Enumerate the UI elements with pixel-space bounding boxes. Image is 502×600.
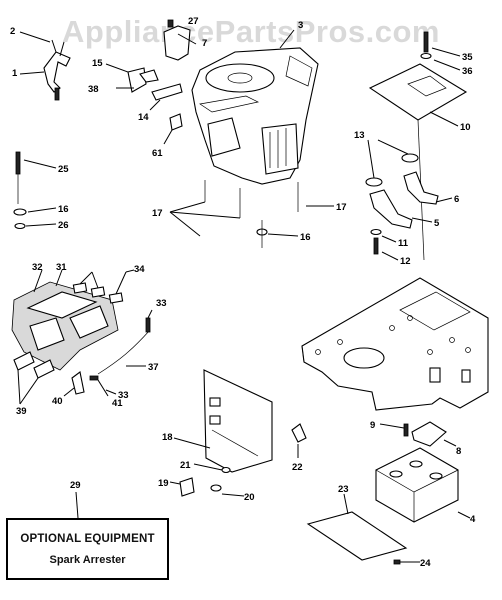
engine-mount-bolts	[169, 201, 334, 248]
callout-3: 3	[298, 20, 303, 31]
callout-19: 19	[158, 478, 169, 489]
callout-40: 40	[52, 396, 63, 407]
exhaust-pipes-part	[365, 139, 453, 261]
callout-15: 15	[92, 58, 103, 69]
callout-17-right: 17	[336, 202, 347, 213]
callout-39: 39	[16, 406, 27, 417]
side-panel-part	[169, 369, 307, 497]
callout-7: 7	[202, 38, 207, 49]
callout-4: 4	[470, 514, 476, 525]
callout-8: 8	[456, 446, 461, 457]
callout-37: 37	[148, 362, 159, 373]
air-intake-assembly-part	[11, 269, 153, 405]
callout-34: 34	[134, 264, 145, 275]
callout-14: 14	[138, 112, 149, 123]
callout-6: 6	[454, 194, 459, 205]
callout-36: 36	[462, 66, 473, 77]
callout-11: 11	[398, 238, 409, 249]
engine-part	[163, 19, 319, 218]
muffler-part	[375, 447, 471, 523]
heat-shield-part	[368, 31, 468, 261]
callout-16-left: 16	[58, 204, 69, 215]
callout-13: 13	[354, 130, 365, 141]
callout-27: 27	[188, 16, 199, 27]
callout-33-bottom: 33	[118, 390, 129, 401]
bolt-washer-left	[13, 151, 57, 230]
callout-35: 35	[462, 52, 473, 63]
spark-arrester-label: Spark Arrester	[49, 554, 126, 566]
callout-26: 26	[58, 220, 69, 231]
callout-10: 10	[460, 122, 471, 133]
callout-9: 9	[370, 420, 375, 431]
callout-2: 2	[10, 26, 15, 37]
callout-31: 31	[56, 262, 67, 273]
callout-29: 29	[70, 480, 81, 491]
site-watermark: AppliancePartsPros.com	[62, 14, 440, 49]
callout-41: 41	[112, 398, 123, 409]
callout-21: 21	[180, 460, 191, 471]
callout-61: 61	[152, 148, 163, 159]
callout-labels: 2 1 27 7 3 15 38 14 61 25 16 26 17 16 17…	[10, 16, 476, 569]
optional-equipment-box: OPTIONAL EQUIPMENT Spark Arrester	[6, 518, 169, 580]
muffler-bracket-part	[379, 421, 457, 447]
muffler-guard-part	[306, 493, 420, 565]
mounting-hardware-left	[105, 63, 183, 145]
callout-12: 12	[400, 256, 411, 267]
callout-16-center: 16	[300, 232, 311, 243]
callout-32: 32	[32, 262, 43, 273]
callout-33-top: 33	[156, 298, 167, 309]
callout-22: 22	[292, 462, 303, 473]
callout-20: 20	[244, 492, 255, 503]
engine-frame-part	[301, 277, 489, 411]
callout-5: 5	[434, 218, 440, 229]
callout-25: 25	[58, 164, 69, 175]
callout-24: 24	[420, 558, 431, 569]
callout-17-left: 17	[152, 208, 163, 219]
callout-38: 38	[88, 84, 99, 95]
optional-equipment-title: OPTIONAL EQUIPMENT	[20, 533, 155, 545]
callout-18: 18	[162, 432, 173, 443]
callout-1: 1	[12, 68, 18, 79]
callout-23: 23	[338, 484, 349, 495]
throttle-bracket-part	[19, 31, 71, 101]
